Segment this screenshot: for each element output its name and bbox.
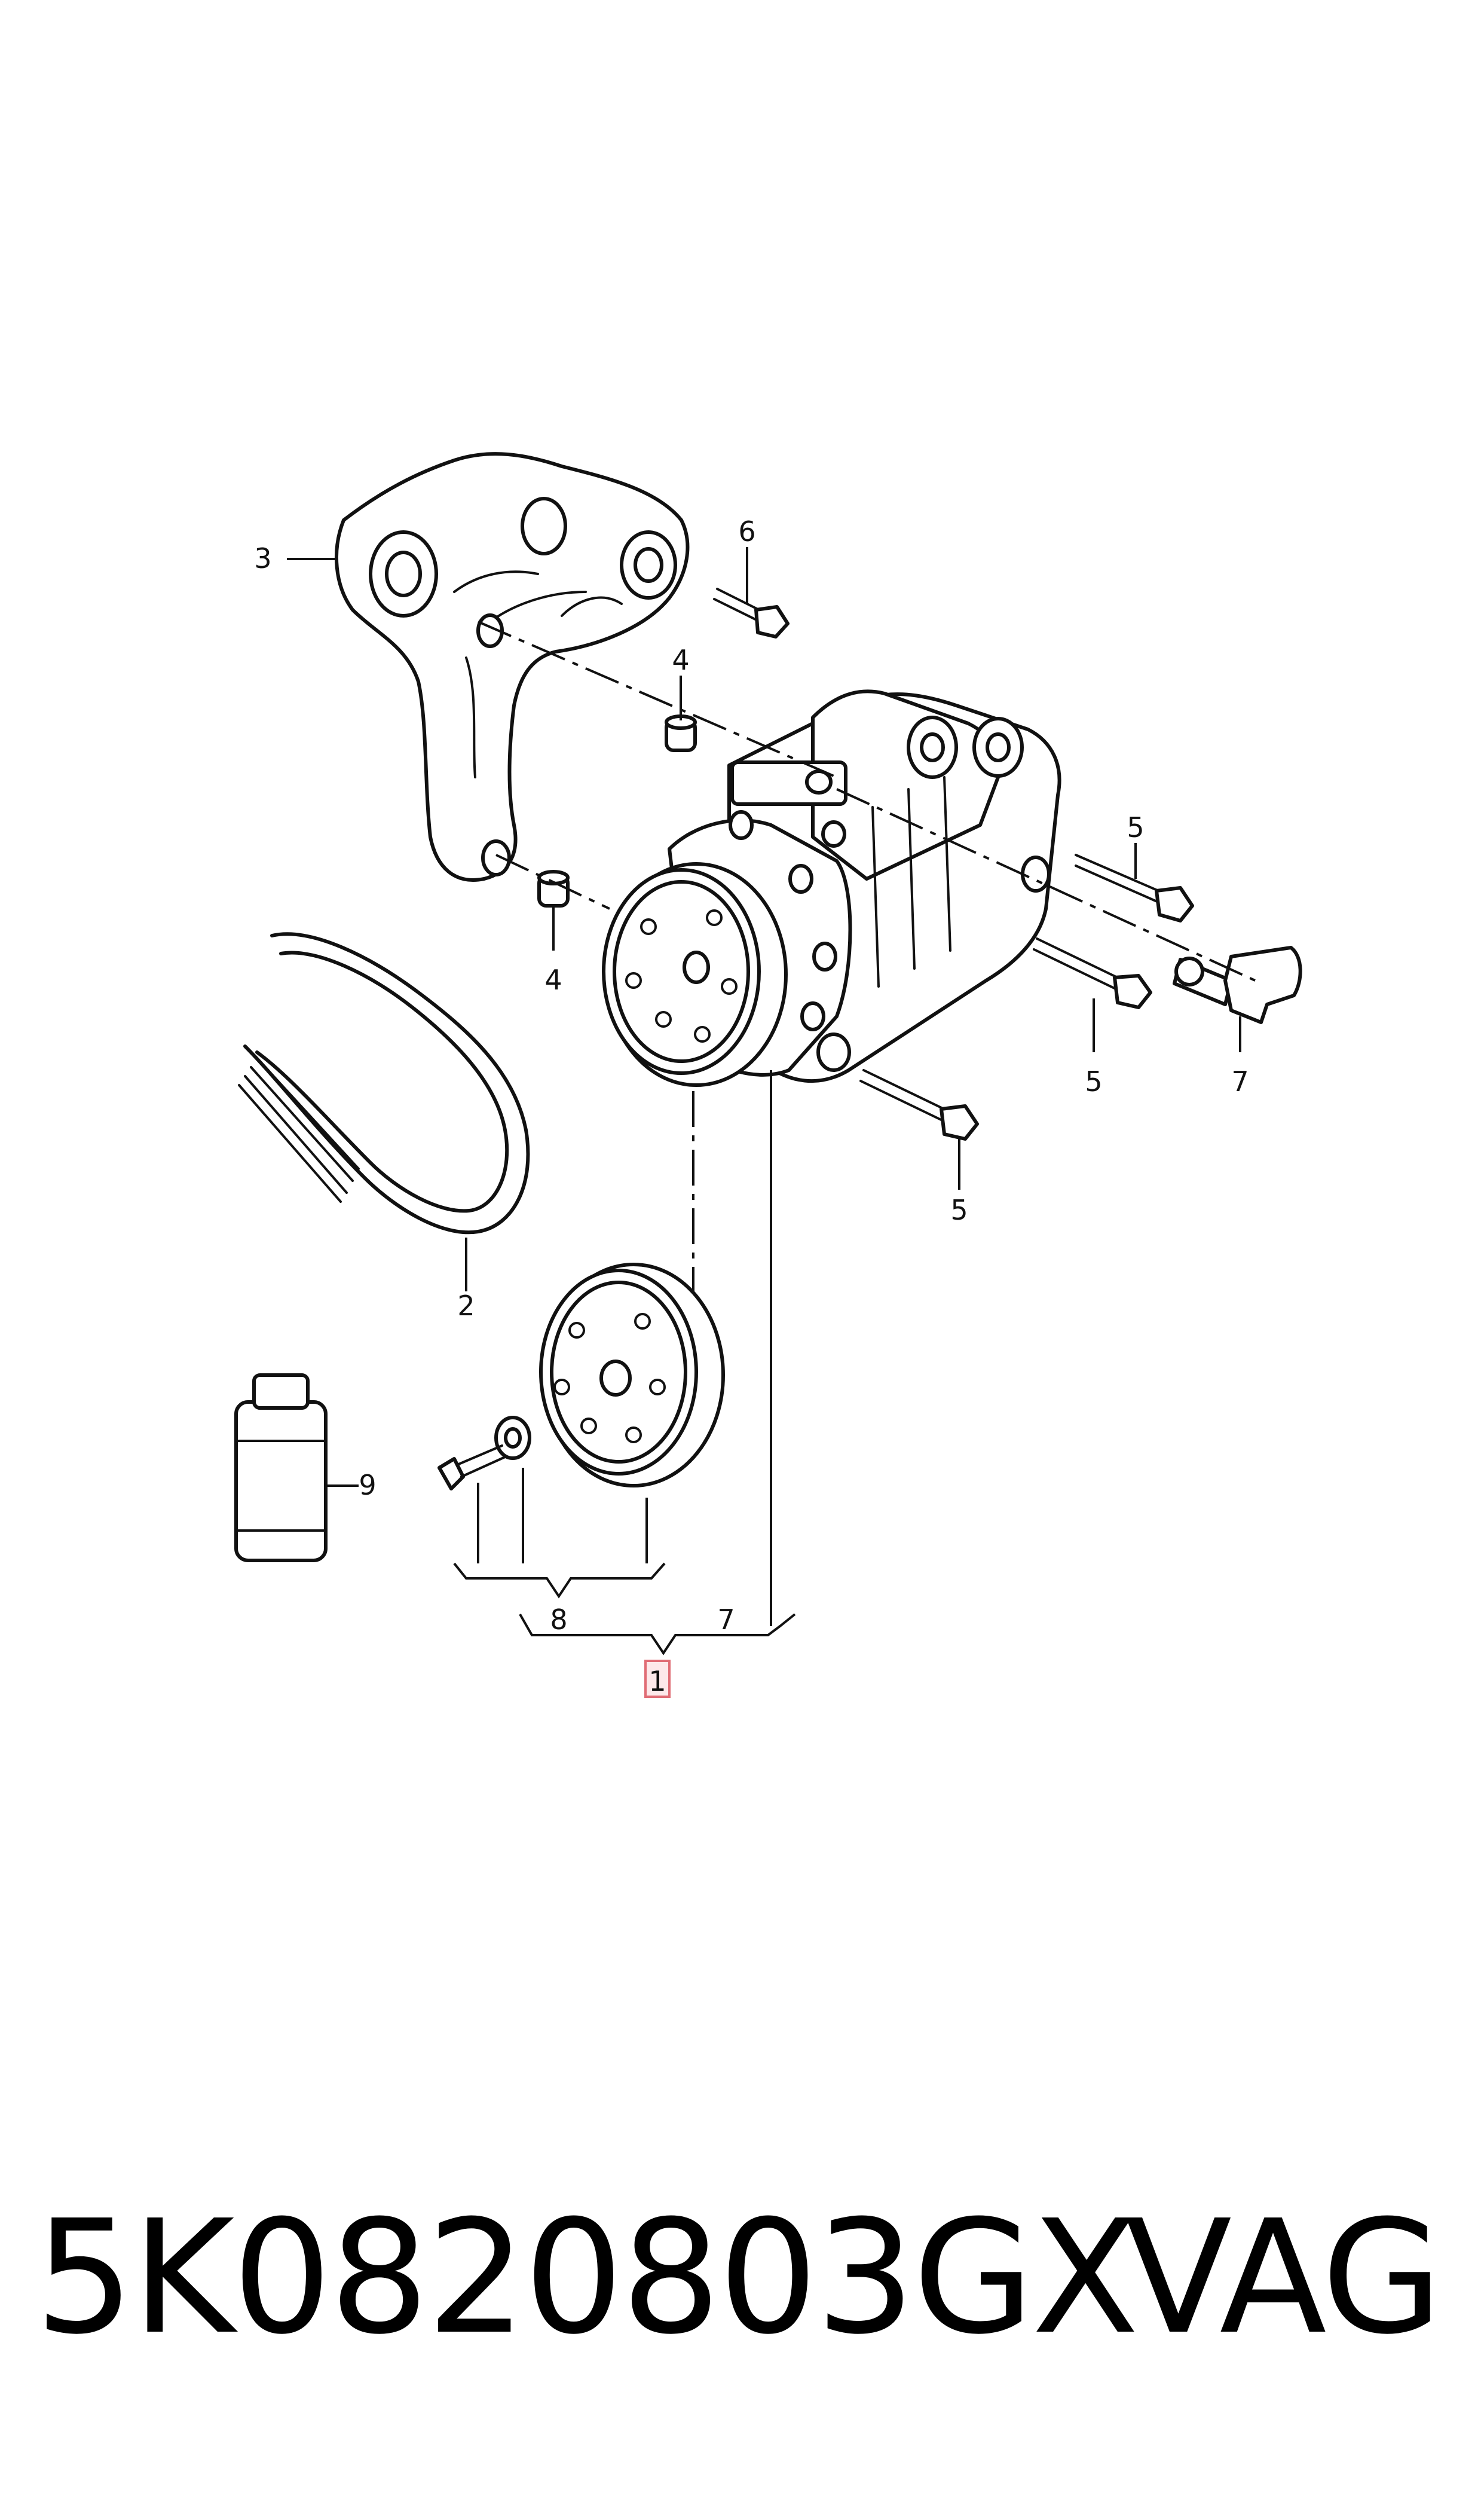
callout-1: 1: [648, 1665, 666, 1697]
callout-8: 8: [550, 1603, 567, 1636]
bolt-6: [713, 588, 790, 639]
compressor-pulley: [602, 862, 788, 1087]
callout-3: 3: [254, 542, 271, 575]
callout-5-lower: 5: [950, 1194, 968, 1226]
callout-6: 6: [738, 515, 755, 548]
callout-9: 9: [359, 1469, 376, 1501]
pressure-sensor: [1173, 946, 1302, 1024]
compressor-oil-bottle: [234, 1373, 328, 1562]
bushing-lower: [537, 870, 570, 908]
part-number: 5K0820803GX: [35, 2186, 1139, 2369]
pulley-bolt: [437, 1444, 506, 1490]
callout-7-sensor: 7: [1231, 1065, 1249, 1098]
washer: [494, 1416, 531, 1460]
bolt-5-lower: [859, 1069, 979, 1141]
bolt-5-middle: [1033, 937, 1152, 1009]
callout-4-upper: 4: [672, 644, 689, 676]
assembly-axis-lines: [478, 621, 1256, 1291]
brand-name: VAG: [1125, 2186, 1443, 2369]
callout-5-upper: 5: [1127, 811, 1144, 844]
callout-5-middle: 5: [1085, 1065, 1102, 1098]
callout-labels: 3 6 4 5 4 5 7 5 2 9 8 7 1: [254, 515, 1249, 1698]
callout-4-lower: 4: [544, 964, 562, 996]
compressor-bracket: [335, 452, 690, 882]
clutch-pulley: [539, 1263, 725, 1487]
bolt-5-upper: [1075, 854, 1194, 923]
callout-2: 2: [457, 1290, 475, 1322]
poly-v-belt: [238, 932, 530, 1235]
bushing-upper: [665, 714, 697, 752]
leader-lines: [287, 547, 1241, 1655]
callout-7-assembly: 7: [717, 1603, 735, 1636]
callout-1-highlight: [644, 1660, 671, 1698]
